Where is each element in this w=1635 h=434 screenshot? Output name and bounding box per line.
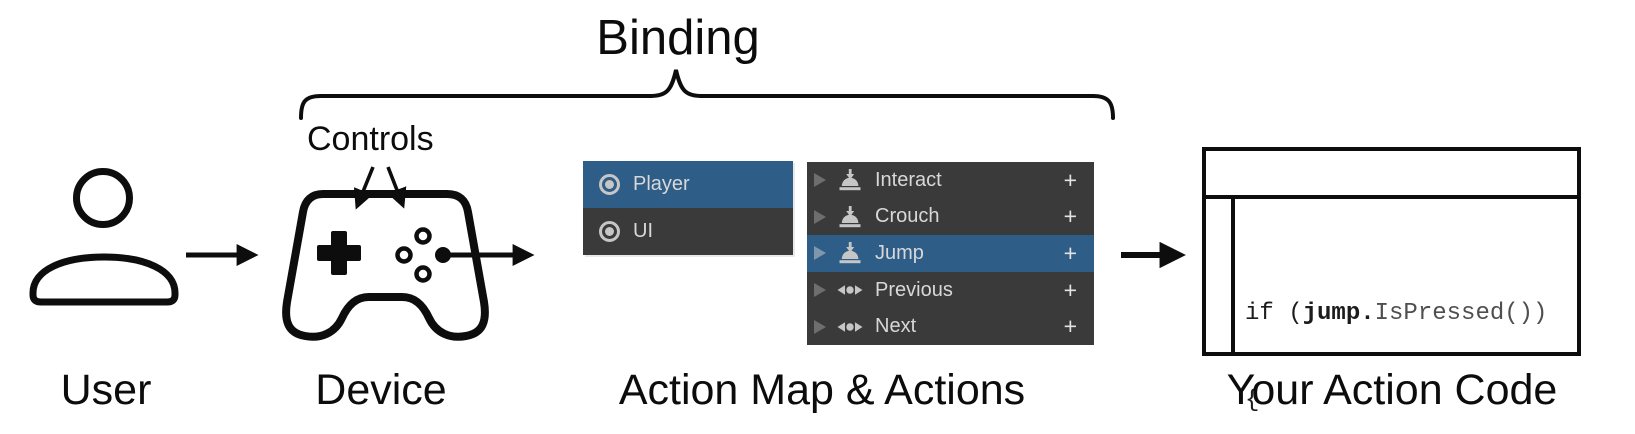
action-map-item-ui[interactable]: UI: [583, 208, 793, 255]
action-map-item-player[interactable]: Player: [583, 161, 793, 208]
button-press-icon: [837, 242, 863, 264]
action-map-panel: Player UI: [583, 161, 793, 255]
add-binding-button[interactable]: +: [1063, 166, 1077, 193]
action-map-item-label: UI: [633, 220, 653, 242]
controls-pointer-arrows: [353, 166, 407, 210]
action-item-next[interactable]: Next +: [807, 308, 1094, 345]
foldout-triangle-icon[interactable]: [814, 319, 826, 334]
button-press-icon: [837, 169, 863, 191]
add-binding-button[interactable]: +: [1063, 203, 1077, 230]
action-item-label: Jump: [875, 241, 924, 264]
gamepad-icon: [282, 190, 489, 341]
code-snippet: if (jump.IsPressed()) { // your code }: [1206, 199, 1577, 414]
add-binding-button[interactable]: +: [1063, 276, 1077, 303]
action-item-previous[interactable]: Previous +: [807, 272, 1094, 309]
button-press-icon: [837, 205, 863, 228]
foldout-triangle-icon[interactable]: [814, 283, 826, 298]
user-caption: User: [60, 366, 152, 414]
binding-brace-icon: [299, 69, 1115, 120]
action-item-crouch[interactable]: Crouch +: [807, 199, 1094, 236]
code-window-titlebar: [1206, 151, 1577, 199]
device-caption: Device: [315, 366, 447, 414]
dpad-icon: [317, 231, 361, 275]
axis-icon: [837, 283, 863, 297]
action-map-icon: [599, 221, 620, 242]
action-map-icon: [599, 174, 620, 195]
foldout-triangle-icon[interactable]: [814, 246, 826, 261]
action-item-label: Next: [875, 315, 917, 338]
action-map-caption: Action Map & Actions: [618, 366, 1026, 414]
add-binding-button[interactable]: +: [1063, 313, 1077, 340]
code-line-2: {: [1245, 387, 1260, 414]
action-item-label: Previous: [875, 278, 953, 301]
action-item-label: Interact: [875, 168, 942, 191]
foldout-triangle-icon[interactable]: [814, 209, 826, 224]
action-map-item-label: Player: [633, 173, 690, 195]
axis-icon: [837, 320, 863, 334]
foldout-triangle-icon[interactable]: [814, 173, 826, 188]
code-gutter-line: [1231, 199, 1235, 352]
actions-panel: Interact + Crouch +: [807, 162, 1094, 345]
action-item-label: Crouch: [875, 205, 940, 228]
code-line-1: if (jump.IsPressed()): [1245, 300, 1548, 327]
action-item-interact[interactable]: Interact +: [807, 162, 1094, 199]
binding-title: Binding: [596, 11, 760, 65]
add-binding-button[interactable]: +: [1063, 239, 1077, 266]
action-code-caption: Your Action Code: [1226, 366, 1558, 414]
action-item-jump[interactable]: Jump +: [807, 235, 1094, 272]
code-window: if (jump.IsPressed()) { // your code }: [1202, 147, 1581, 414]
controls-label: Controls: [307, 120, 434, 158]
user-icon: [29, 168, 179, 306]
